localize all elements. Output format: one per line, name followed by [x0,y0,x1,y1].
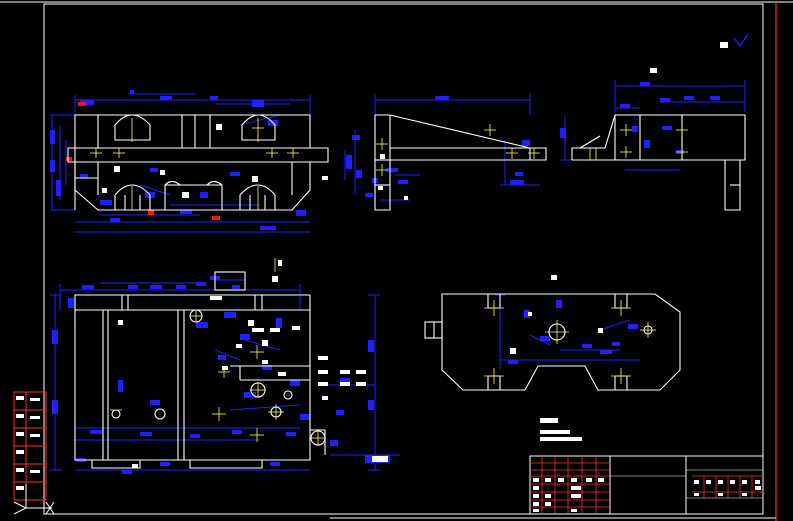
plan-view-bottom-right [424,275,681,391]
detail-marker [650,68,657,73]
front-view-top-left [50,90,329,233]
section-marker [551,275,557,280]
technical-notes [540,418,582,441]
revision-block [13,391,47,501]
checkmark-icon [720,33,749,48]
ucs-axis-icon [13,484,55,515]
end-view-top-right [560,68,746,211]
side-view-top-middle [322,94,547,211]
title-block [529,455,764,515]
section-view-bottom-left [50,258,400,474]
